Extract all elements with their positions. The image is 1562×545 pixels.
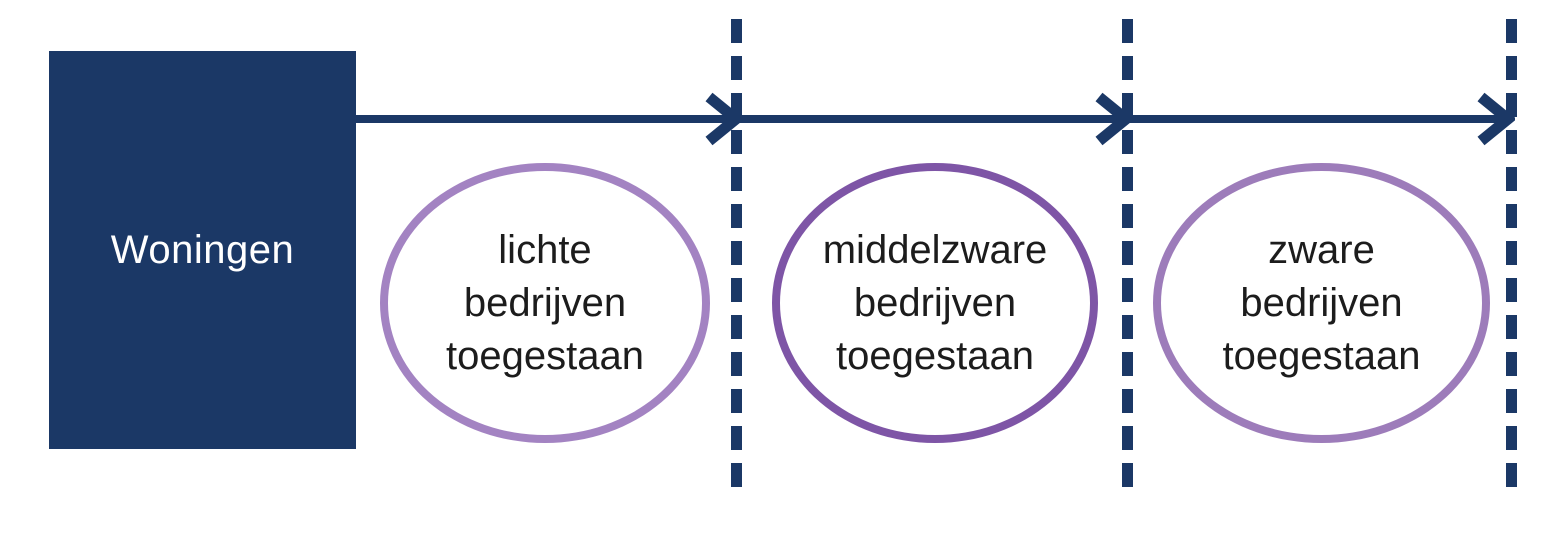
dashed-boundary-3 [1506, 19, 1517, 489]
zone-label-line: bedrijven [1240, 280, 1403, 325]
dashed-boundary-2 [1122, 19, 1133, 489]
woningen-label: Woningen [110, 227, 295, 272]
zone-label-line: zware [1268, 227, 1375, 272]
zone-label-line: lichte [498, 227, 592, 272]
zone-ellipse-middelzware: middelzware bedrijven toegestaan [772, 163, 1098, 443]
dashed-boundary-1 [731, 19, 742, 489]
zone-label-line: bedrijven [463, 280, 627, 325]
zone-label-line: bedrijven [853, 280, 1017, 325]
timeline-arrow-shaft [356, 115, 1509, 123]
zone-ellipse-zware: zware bedrijven toegestaan [1153, 163, 1490, 443]
zone-label-line: toegestaan [446, 333, 644, 378]
zone-label-line: middelzware [822, 227, 1048, 272]
zone-label-line: toegestaan [1222, 333, 1421, 378]
zone-ellipse-lichte: lichte bedrijven toegestaan [380, 163, 710, 443]
arrowhead-path [1477, 92, 1515, 146]
zone-label-line: toegestaan [836, 333, 1034, 378]
woningen-box: Woningen [49, 51, 356, 449]
